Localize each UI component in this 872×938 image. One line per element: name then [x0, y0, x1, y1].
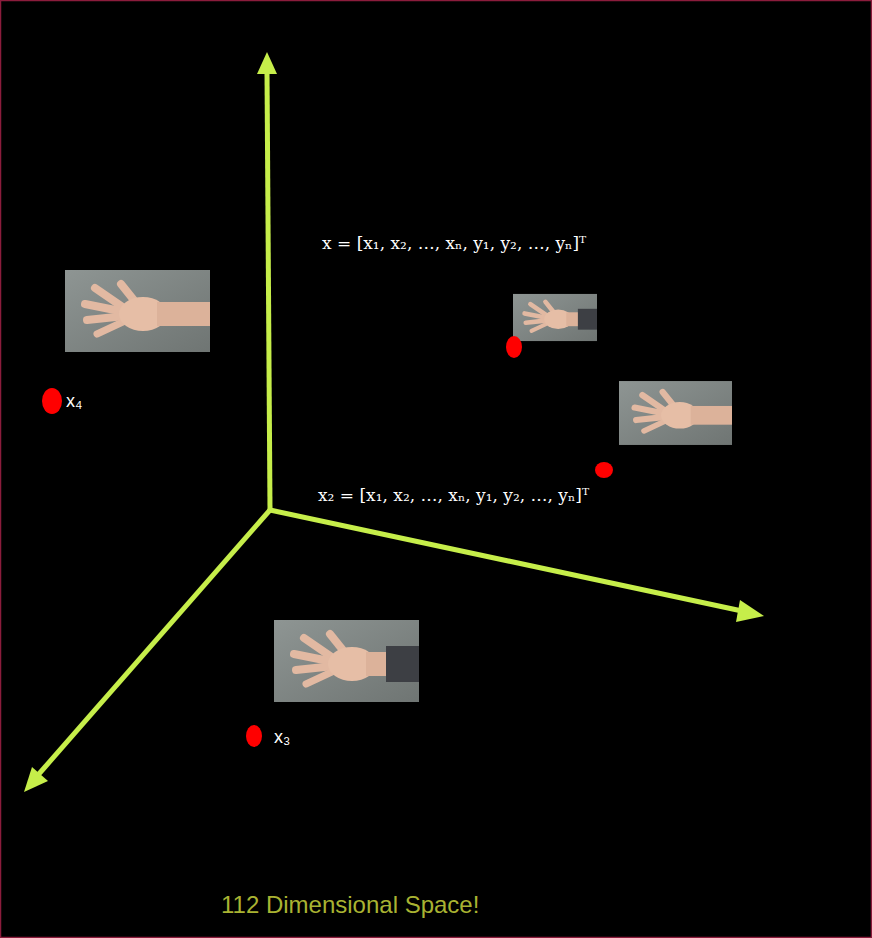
hand-image [65, 270, 210, 352]
hand-image [274, 620, 419, 702]
hand-image [619, 381, 732, 445]
point-label: x₃ [274, 727, 290, 748]
vector-equation: x₂ = [x₁, x₂, …, xₙ, y₁, y₂, …, yₙ]ᵀ [318, 485, 589, 505]
point-label: x₄ [66, 391, 82, 412]
caption: 112 Dimensional Space! [221, 891, 479, 919]
hand-image [513, 294, 597, 342]
vector-equation: x = [x₁, x₂, …, xₙ, y₁, y₂, …, yₙ]ᵀ [322, 233, 586, 253]
